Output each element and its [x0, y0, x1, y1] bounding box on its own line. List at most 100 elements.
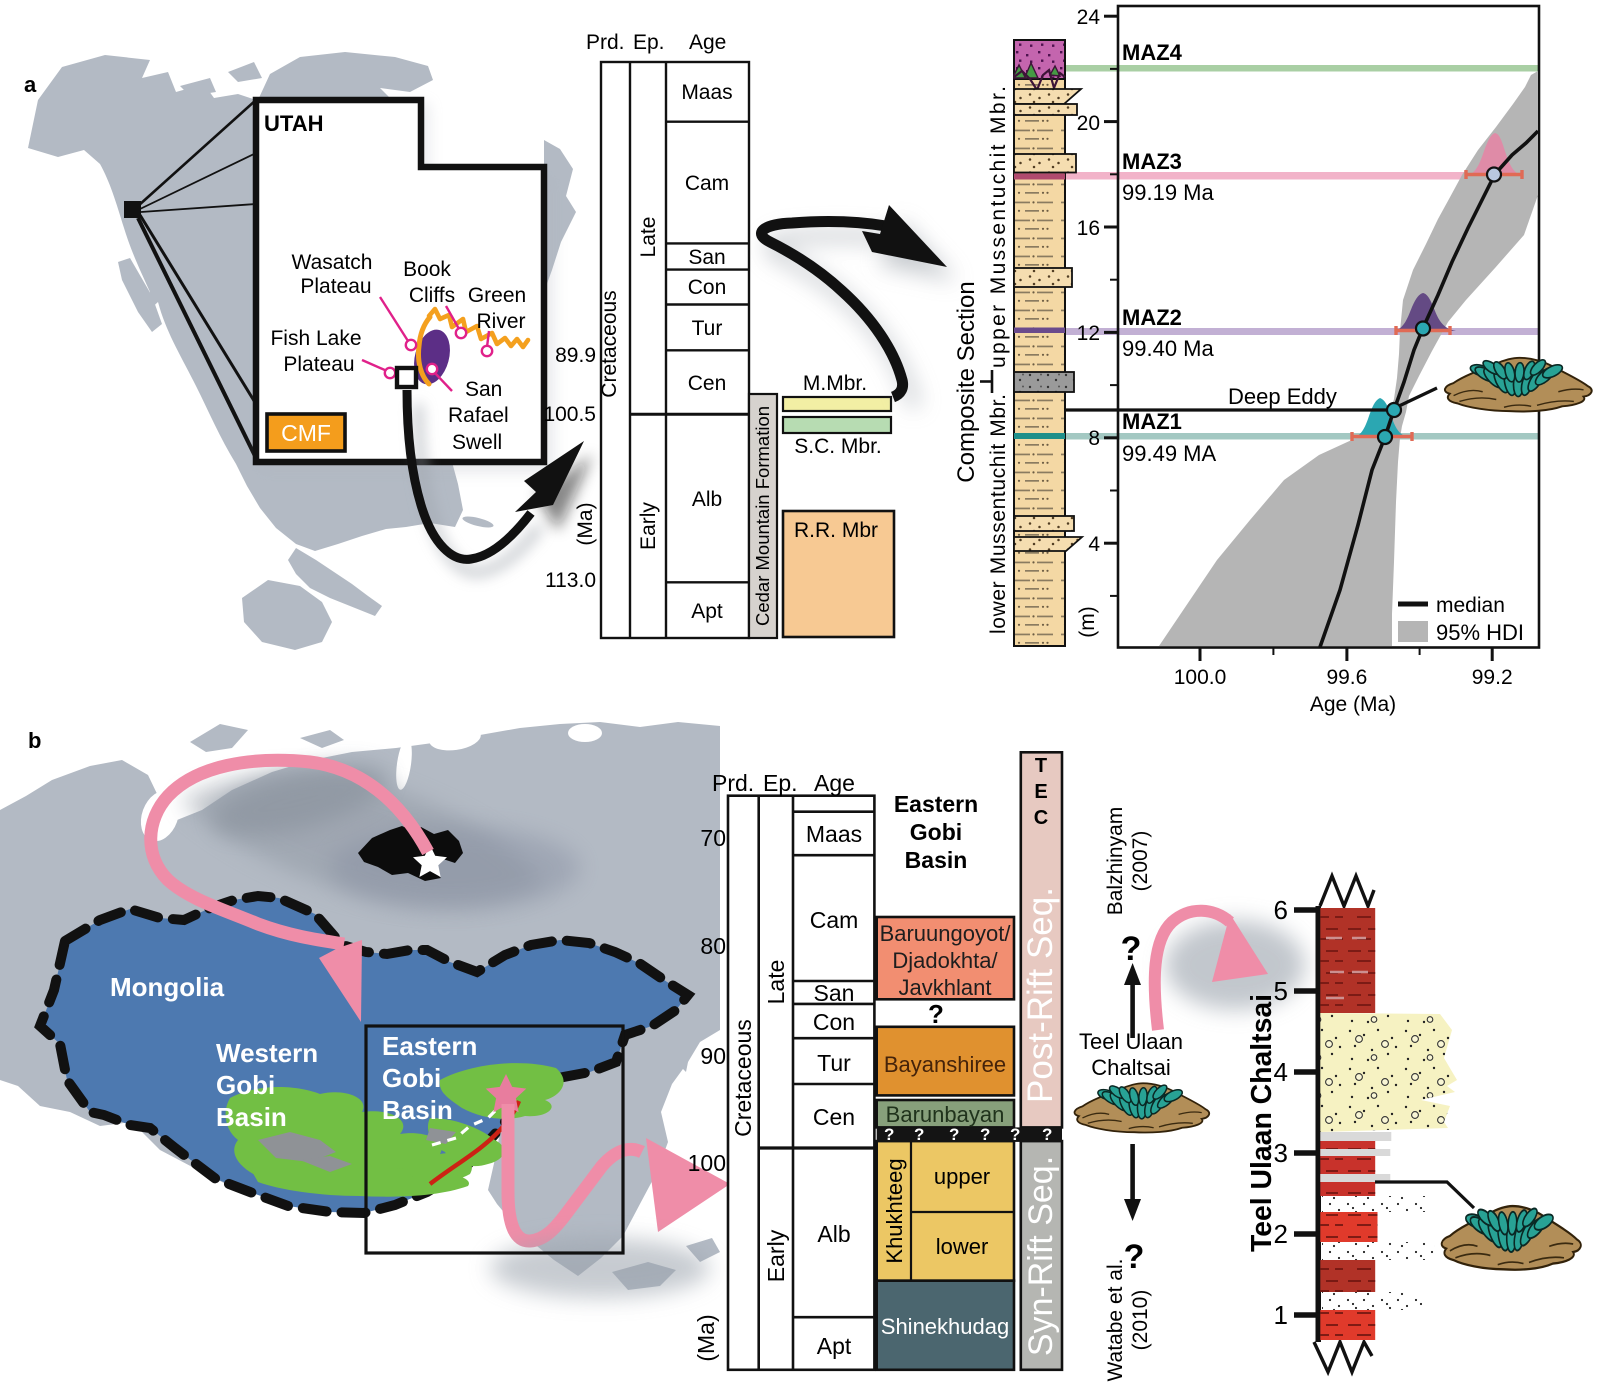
svg-text:Cen: Cen — [813, 1104, 855, 1130]
svg-text:12: 12 — [1077, 322, 1100, 345]
svg-text:San: San — [688, 246, 725, 269]
svg-text:Mongolia: Mongolia — [110, 972, 225, 1002]
svg-text:Deep Eddy: Deep Eddy — [1228, 384, 1337, 409]
svg-text:Tur: Tur — [692, 317, 723, 340]
svg-text:Composite Section: Composite Section — [953, 281, 980, 482]
svg-text:MAZ4: MAZ4 — [1122, 40, 1183, 65]
svg-text:?: ? — [1042, 1125, 1052, 1144]
svg-text:CMF: CMF — [281, 420, 331, 446]
svg-text:Plateau: Plateau — [300, 275, 371, 298]
svg-text:Eastern: Eastern — [382, 1031, 477, 1061]
svg-text:Basin: Basin — [382, 1095, 453, 1125]
svg-text:Eastern: Eastern — [894, 791, 978, 817]
svg-text:?: ? — [884, 1125, 894, 1144]
svg-text:Plateau: Plateau — [283, 353, 354, 376]
svg-text:6: 6 — [1274, 895, 1288, 925]
svg-text:99.49 MA: 99.49 MA — [1122, 441, 1216, 466]
svg-text:(2007): (2007) — [1129, 831, 1152, 892]
svg-text:24: 24 — [1077, 6, 1101, 29]
svg-text:Syn-Rift Seq.: Syn-Rift Seq. — [1022, 1156, 1060, 1356]
svg-text:90: 90 — [700, 1043, 726, 1069]
svg-text:Maas: Maas — [806, 821, 862, 847]
svg-text:80: 80 — [700, 933, 726, 959]
svg-text:?: ? — [928, 999, 944, 1029]
svg-text:Gobi: Gobi — [216, 1070, 275, 1100]
svg-text:8: 8 — [1088, 427, 1100, 450]
svg-text:Khukhteeg: Khukhteeg — [882, 1158, 907, 1263]
svg-text:70: 70 — [700, 825, 726, 851]
svg-text:Alb: Alb — [692, 488, 722, 511]
svg-text:lower: lower — [936, 1234, 989, 1259]
svg-text:upper: upper — [934, 1164, 990, 1189]
svg-text:Apt: Apt — [817, 1333, 852, 1359]
svg-text:Wasatch: Wasatch — [292, 251, 373, 274]
svg-text:Western: Western — [216, 1038, 318, 1068]
svg-text:113.0: 113.0 — [545, 569, 596, 592]
svg-text:Tur: Tur — [817, 1050, 851, 1076]
svg-text:100.5: 100.5 — [543, 403, 596, 426]
svg-text:E: E — [1034, 781, 1047, 803]
svg-text:C: C — [1034, 807, 1048, 829]
svg-text:Baruungoyot/: Baruungoyot/ — [880, 921, 1012, 946]
svg-text:Swell: Swell — [452, 431, 502, 454]
svg-text:Cretaceous: Cretaceous — [598, 290, 621, 397]
svg-text:Early: Early — [763, 1229, 789, 1282]
svg-text:Age (Ma): Age (Ma) — [1310, 693, 1396, 716]
svg-text:?: ? — [1124, 1238, 1145, 1276]
svg-text:95% HDI: 95% HDI — [1436, 620, 1524, 645]
svg-text:3: 3 — [1274, 1138, 1288, 1168]
svg-text:UTAH: UTAH — [264, 111, 323, 136]
svg-text:Balzhinyam: Balzhinyam — [1104, 807, 1127, 916]
svg-text:Teel Ulaan Chaltsai: Teel Ulaan Chaltsai — [1246, 994, 1278, 1252]
svg-text:Gobi: Gobi — [382, 1063, 441, 1093]
svg-text:Alb: Alb — [817, 1221, 850, 1247]
svg-text:(m): (m) — [1076, 606, 1099, 637]
svg-text:20: 20 — [1077, 112, 1100, 135]
svg-text:M.Mbr.: M.Mbr. — [803, 372, 867, 395]
svg-text:Apt: Apt — [691, 600, 723, 623]
svg-text:Green: Green — [468, 284, 526, 307]
svg-text:Teel Ulaan: Teel Ulaan — [1079, 1029, 1183, 1054]
svg-text:1: 1 — [1274, 1300, 1288, 1330]
svg-text:?: ? — [914, 1125, 924, 1144]
svg-text:Gobi: Gobi — [910, 819, 962, 845]
svg-text:Djadokhta/: Djadokhta/ — [892, 948, 998, 973]
svg-text:MAZ2: MAZ2 — [1122, 305, 1182, 330]
svg-text:Early: Early — [637, 502, 660, 550]
svg-text:T: T — [1035, 755, 1047, 777]
svg-text:Con: Con — [688, 276, 727, 299]
svg-text:?: ? — [980, 1125, 990, 1144]
svg-text:Cam: Cam — [810, 907, 859, 933]
svg-text:Watabe et al.: Watabe et al. — [1104, 1259, 1127, 1382]
svg-text:(2010): (2010) — [1129, 1290, 1152, 1351]
svg-text:89.9: 89.9 — [555, 344, 596, 367]
svg-text:Cretaceous: Cretaceous — [730, 1019, 756, 1137]
svg-text:Age: Age — [814, 770, 855, 796]
svg-text:4: 4 — [1088, 533, 1100, 556]
svg-text:99.2: 99.2 — [1472, 666, 1513, 689]
svg-text:Prd.: Prd. — [586, 31, 625, 54]
svg-text:16: 16 — [1077, 217, 1100, 240]
svg-text:?: ? — [1010, 1125, 1020, 1144]
svg-text:Maas: Maas — [681, 81, 732, 104]
svg-text:Ep.: Ep. — [763, 770, 798, 796]
svg-text:Chaltsai: Chaltsai — [1091, 1055, 1170, 1080]
svg-text:median: median — [1436, 594, 1505, 617]
svg-text:R.R. Mbr: R.R. Mbr — [794, 519, 878, 542]
svg-text:100.0: 100.0 — [1174, 666, 1227, 689]
svg-text:Cedar Mountain Formation: Cedar Mountain Formation — [752, 406, 773, 626]
svg-text:b: b — [28, 728, 41, 753]
svg-text:Fish Lake: Fish Lake — [270, 327, 361, 350]
svg-text:MAZ1: MAZ1 — [1122, 409, 1182, 434]
svg-text:Con: Con — [813, 1009, 855, 1035]
svg-text:a: a — [24, 72, 37, 97]
svg-text:Cliffs: Cliffs — [409, 284, 455, 307]
svg-text:2: 2 — [1274, 1219, 1288, 1249]
svg-text:River: River — [476, 310, 525, 333]
svg-text:Post-Rift Seq.: Post-Rift Seq. — [1021, 887, 1060, 1103]
svg-text:Barunbayan: Barunbayan — [886, 1102, 1005, 1127]
svg-text:San: San — [465, 378, 502, 401]
svg-text:Late: Late — [763, 960, 789, 1005]
svg-text:Rafael: Rafael — [448, 404, 509, 427]
svg-text:?: ? — [1121, 930, 1142, 968]
